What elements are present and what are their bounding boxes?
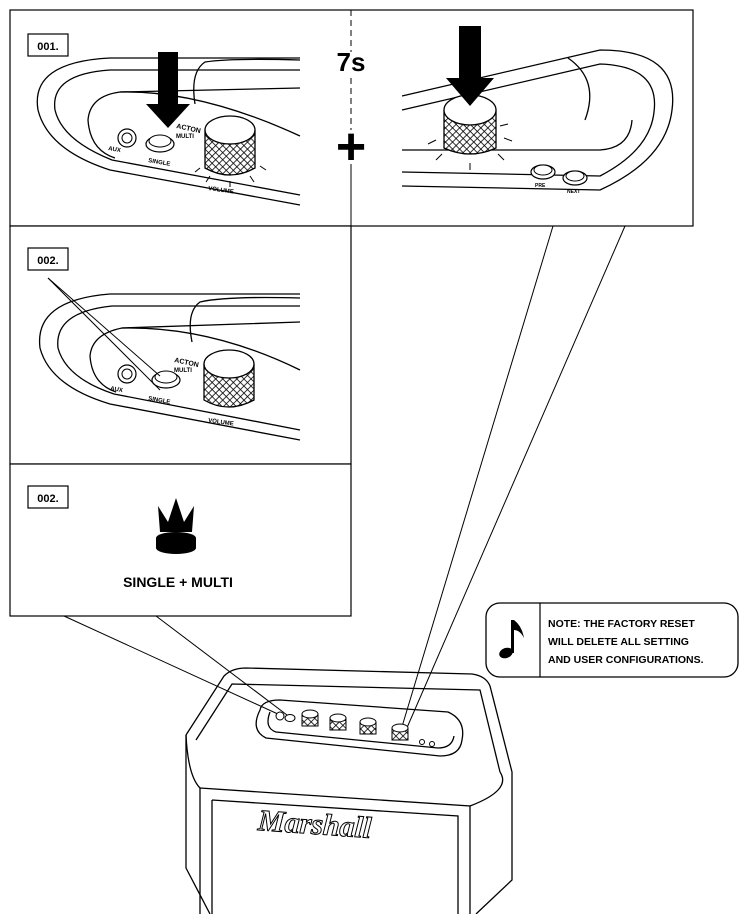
note-line-2: WILL DELETE ALL SETTING — [548, 636, 689, 648]
volume-label: VOLUME — [208, 186, 234, 196]
multi-label: MULTI — [174, 368, 192, 374]
led-caption: SINGLE + MULTI — [123, 574, 233, 590]
speaker-top-right-view — [401, 49, 674, 191]
note-box: NOTE: THE FACTORY RESET WILL DELETE ALL … — [485, 602, 739, 678]
step-number-box — [27, 485, 69, 509]
step-001-panel: AUX SINGLE MULTI ACTON VOLUME — [9, 9, 694, 227]
pointer-line — [47, 277, 161, 391]
volume-knob — [203, 349, 255, 408]
pointer-line — [47, 277, 161, 377]
step-number-box — [27, 33, 69, 57]
knob-icon — [329, 713, 347, 731]
press-arrow-icon — [446, 26, 494, 106]
knob-icon — [301, 709, 319, 727]
speaker-controls — [275, 709, 435, 747]
volume-knob — [204, 115, 256, 176]
speaker-illustration — [185, 667, 513, 915]
step-002-led-panel: 002. SINGLE + MULTI — [9, 463, 352, 617]
scale-ticks — [427, 123, 513, 170]
note-line-3: AND USER CONFIGURATIONS. — [548, 654, 704, 666]
music-note-icon — [499, 620, 524, 659]
note-line-1: NOTE: THE FACTORY RESET — [548, 618, 695, 630]
aux-label: AUX — [110, 386, 124, 394]
preset-button — [530, 164, 556, 180]
single-button — [151, 370, 181, 389]
volume-label: VOLUME — [208, 418, 234, 428]
pre-label: PRE — [535, 183, 546, 189]
press-arrow-icon — [146, 52, 190, 128]
aux-jack-icon — [117, 364, 137, 384]
volume-scale-ticks — [194, 165, 267, 187]
aux-label: AUX — [108, 146, 122, 154]
knob-icon — [359, 717, 377, 735]
flashing-light-icon — [156, 498, 196, 554]
panel-brand-label: ACTON — [176, 123, 202, 135]
step-number: 002. — [37, 255, 58, 267]
leader-lines — [63, 225, 626, 731]
hold-time-label: 7s — [337, 47, 366, 77]
step-number-box — [27, 247, 69, 271]
next-label: NEXT — [567, 189, 580, 195]
single-label: SINGLE — [148, 396, 171, 406]
single-label: SINGLE — [148, 158, 171, 168]
speaker-top-left-view — [36, 57, 301, 206]
panel-brand-label: ACTON — [174, 357, 200, 369]
knob-icon — [391, 723, 409, 741]
plus-operator: + — [336, 118, 366, 176]
multi-label: MULTI — [176, 134, 194, 140]
speaker-top-view — [38, 293, 301, 441]
step-number: 002. — [37, 493, 58, 505]
step-number: 001. — [37, 41, 58, 53]
volume-knob — [443, 94, 497, 155]
aux-jack-icon — [117, 128, 137, 148]
next-button — [562, 170, 588, 186]
single-button — [145, 134, 175, 153]
step-002-panel: AUX SINGLE MULTI ACTON VOLUME 002. — [9, 225, 352, 465]
